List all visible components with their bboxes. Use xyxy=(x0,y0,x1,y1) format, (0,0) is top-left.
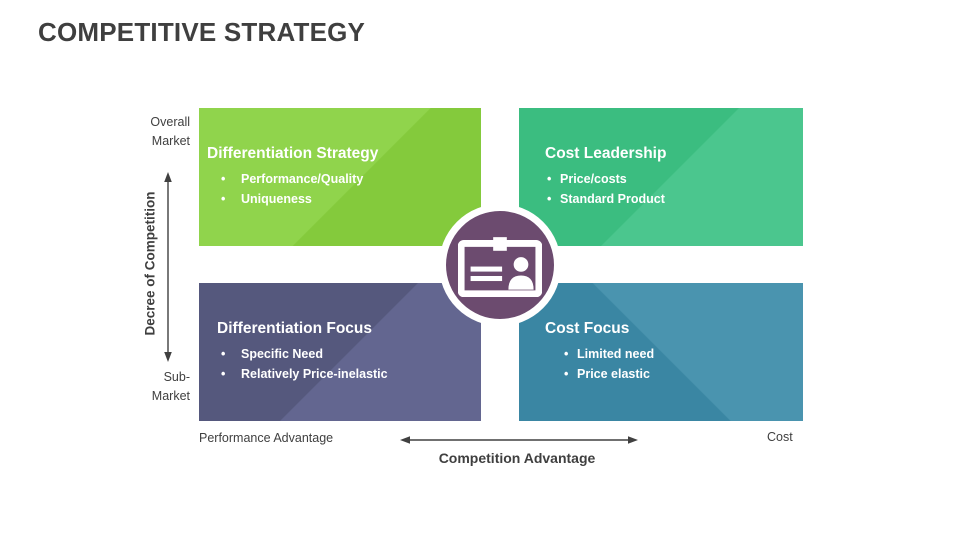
center-badge xyxy=(439,204,561,326)
x-axis-title: Competition Advantage xyxy=(438,450,596,466)
quadrant-differentiation-focus: Differentiation Focus Specific Need Rela… xyxy=(199,283,481,421)
quadrant-bullet-list: Limited need Price elastic xyxy=(564,345,803,384)
quadrant-title: Cost Leadership xyxy=(545,145,667,162)
slide-title: COMPETITIVE STRATEGY xyxy=(38,17,366,47)
bullet-item: Uniqueness xyxy=(221,190,481,210)
quadrant-bullet-list: Performance/Quality Uniqueness xyxy=(221,170,481,209)
bullet-item: Price elastic xyxy=(564,365,803,385)
quadrant-differentiation-strategy: Differentiation Strategy Performance/Qua… xyxy=(199,108,481,246)
quadrant-title: Differentiation Focus xyxy=(217,320,373,337)
bullet-item: Specific Need xyxy=(221,345,481,365)
y-axis-bottom-label: Sub- Market xyxy=(151,370,190,403)
quadrant-bullet-list: Price/costs Standard Product xyxy=(547,170,803,209)
quadrant-bullet-list: Specific Need Relatively Price-inelastic xyxy=(221,345,481,384)
id-badge-icon xyxy=(458,236,542,297)
quadrant-title: Cost Focus xyxy=(545,320,630,337)
x-axis-left-label: Performance Advantage xyxy=(199,431,334,445)
quadrant-cost-focus: Cost Focus Limited need Price elastic xyxy=(519,283,803,421)
x-axis-right-label: Cost xyxy=(767,430,793,444)
bullet-item: Limited need xyxy=(564,345,803,365)
vertical-double-arrow-icon xyxy=(164,172,172,362)
y-axis-title: Decree of Competition xyxy=(142,191,158,336)
horizontal-double-arrow-icon xyxy=(400,436,638,444)
quadrant-title: Differentiation Strategy xyxy=(207,145,379,162)
bullet-item: Relatively Price-inelastic xyxy=(221,365,481,385)
y-axis-top-label: Overall Market xyxy=(150,115,190,148)
bullet-item: Performance/Quality xyxy=(221,170,481,190)
bullet-item: Price/costs xyxy=(547,170,803,190)
quadrant-cost-leadership: Cost Leadership Price/costs Standard Pro… xyxy=(519,108,803,246)
bullet-item: Standard Product xyxy=(547,190,803,210)
